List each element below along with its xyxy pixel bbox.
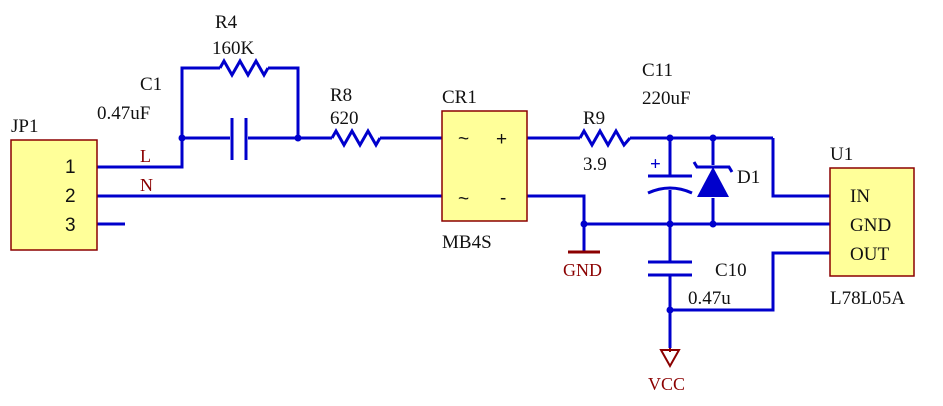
d1-bar [692, 161, 734, 173]
vcc-arrow [659, 349, 681, 369]
bridge-cr1: CR1 MB4S ~ ~ + - [441, 87, 528, 253]
resistor-r8: R8 620 [330, 85, 382, 149]
u1-pin-gnd: GND [850, 215, 891, 236]
cr1-designator: CR1 [442, 87, 477, 108]
c1-designator: C1 [140, 74, 162, 95]
u1-designator: U1 [830, 144, 853, 165]
r4-designator: R4 [215, 12, 238, 33]
c11-value: 220uF [642, 88, 691, 109]
vcc-label: VCC [648, 374, 685, 394]
r8-value: 620 [330, 108, 359, 129]
junction-dot [666, 306, 674, 314]
wire-r4-loop [180, 66, 220, 138]
c1-value: 0.47uF [97, 103, 150, 124]
gnd-label: GND [563, 260, 602, 280]
wire-out [670, 251, 830, 312]
cr1-plus: + [496, 129, 507, 150]
capacitor-c1: C1 0.47uF [97, 74, 248, 160]
u1-pin-in: IN [850, 186, 870, 207]
wire-l [97, 136, 230, 169]
jp1-pin-3: 3 [65, 215, 76, 236]
vcc-symbol: VCC [648, 348, 685, 394]
r8-designator: R8 [330, 85, 352, 106]
wire-r4-loop-right [268, 66, 300, 138]
cr1-part: MB4S [442, 232, 492, 253]
cr1-ac2: ~ [458, 189, 469, 210]
gnd-symbol: GND [563, 250, 602, 280]
junction-dot [294, 134, 302, 142]
u1-part: L78L05A [830, 288, 905, 309]
wire-to-in [771, 138, 830, 198]
r9-designator: R9 [583, 108, 605, 129]
junctions [178, 134, 717, 314]
r9-value: 3.9 [583, 154, 607, 175]
regulator-u1: U1 L78L05A IN GND OUT [829, 144, 915, 309]
c11-polarity: + [650, 154, 661, 175]
junction-dot [666, 134, 674, 142]
zener-d1: D1 [692, 161, 760, 197]
c11-designator: C11 [642, 60, 673, 81]
c10-designator: C10 [715, 260, 747, 281]
net-label-n: N [140, 175, 153, 195]
u1-pin-out: OUT [850, 244, 889, 265]
connector-body [10, 139, 98, 251]
d1-triangle [697, 167, 729, 197]
capacitor-c10: C10 0.47u [648, 260, 747, 309]
resistor-r9: R9 3.9 [578, 108, 632, 175]
r4-value: 160K [212, 38, 255, 59]
connector-jp1: JP1 1 2 3 L N [10, 116, 153, 251]
junction-dot [178, 134, 186, 142]
capacitor-c11: + C11 220uF [642, 60, 693, 195]
cr1-body [441, 110, 528, 222]
junction-dot [709, 134, 717, 142]
junction-dot [580, 220, 588, 228]
wires [97, 66, 830, 348]
c11-plate-bottom [647, 186, 693, 195]
cr1-ac1: ~ [458, 129, 469, 150]
wire-bridge-minus [527, 194, 586, 224]
cr1-minus: - [500, 188, 506, 209]
d1-designator: D1 [737, 167, 760, 188]
net-label-l: L [140, 146, 151, 166]
u1-body [829, 167, 915, 277]
jp1-designator: JP1 [11, 116, 38, 137]
r9-zigzag [578, 127, 632, 149]
jp1-pin-2: 2 [65, 186, 76, 207]
resistor-r4: R4 160K [212, 12, 270, 79]
junction-dot [666, 220, 674, 228]
c10-value: 0.47u [688, 288, 731, 309]
r4-zigzag [218, 57, 270, 79]
jp1-pin-1: 1 [65, 157, 76, 178]
r8-zigzag [330, 127, 382, 149]
junction-dot [709, 220, 717, 228]
